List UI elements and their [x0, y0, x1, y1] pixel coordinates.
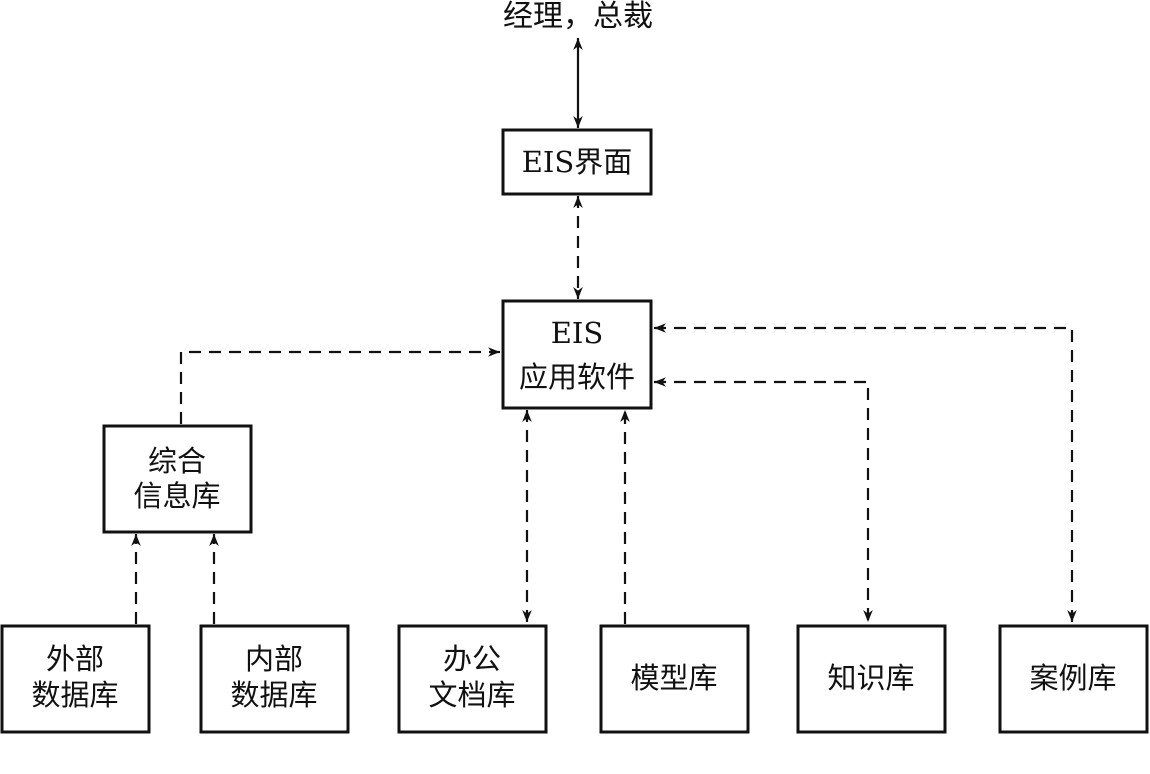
node-case-base-label: 案例库 — [1029, 661, 1116, 695]
node-integrated-db-line2: 信息库 — [133, 479, 220, 513]
node-eis-application: EIS 应用软件 — [501, 299, 653, 410]
node-model-base-label: 模型库 — [630, 661, 717, 695]
node-office-docs: 办公 文档库 — [397, 624, 548, 734]
node-external-db: 外部 数据库 — [0, 624, 151, 734]
executive-label: 经理，总裁 — [503, 0, 653, 34]
node-case-base: 案例库 — [998, 624, 1149, 734]
node-eis-interface-label: EIS界面 — [522, 145, 633, 179]
node-external-db-line2: 数据库 — [31, 678, 118, 712]
node-office-docs-line2: 文档库 — [428, 678, 515, 712]
connector-knowledge-app — [654, 377, 873, 622]
node-eis-application-line2: 应用软件 — [519, 360, 635, 394]
node-internal-db-line2: 数据库 — [230, 678, 317, 712]
node-model-base: 模型库 — [599, 624, 750, 734]
node-internal-db: 内部 数据库 — [199, 624, 350, 734]
node-integrated-db: 综合 信息库 — [102, 424, 253, 534]
node-knowledge-base-label: 知识库 — [827, 661, 914, 695]
connector-integrated-app — [179, 347, 500, 424]
node-office-docs-line1: 办公 — [443, 642, 501, 676]
node-external-db-line1: 外部 — [46, 642, 104, 676]
node-eis-interface: EIS界面 — [501, 128, 653, 196]
connectors — [131, 38, 1077, 624]
node-integrated-db-line1: 综合 — [148, 444, 206, 478]
node-knowledge-base: 知识库 — [796, 624, 947, 734]
node-eis-application-line1: EIS — [551, 316, 604, 350]
node-internal-db-line1: 内部 — [245, 642, 303, 676]
connector-case-app — [654, 323, 1077, 622]
